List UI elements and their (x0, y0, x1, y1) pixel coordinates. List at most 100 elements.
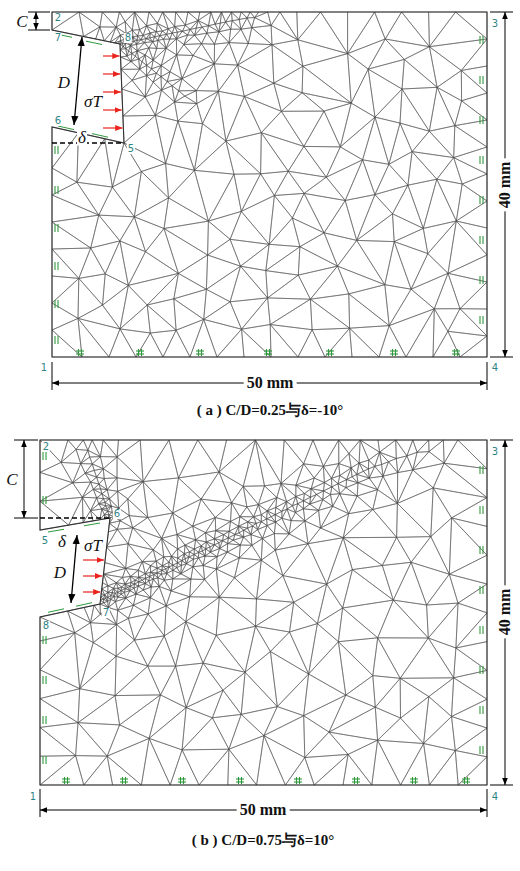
marker-stroke (45, 676, 46, 684)
vertex-number: 6 (113, 509, 121, 519)
roller-support-marker (480, 746, 483, 754)
fixed-support-marker (62, 777, 70, 784)
marker-stroke (62, 781, 70, 782)
marker-stroke (45, 496, 46, 504)
marker-stroke (238, 777, 239, 784)
marker-stroke (482, 156, 483, 164)
roller-support-marker (480, 706, 483, 714)
marker-stroke (62, 778, 70, 779)
marker-stroke (264, 350, 272, 351)
marker-stroke (452, 350, 460, 351)
roller-support-marker (55, 336, 58, 344)
edge-marker (58, 126, 74, 130)
dimension-label: 40 mm (497, 159, 513, 212)
marker-stroke (482, 76, 483, 84)
marker-stroke (42, 676, 43, 684)
edge-marker (48, 609, 64, 613)
marker-stroke (352, 778, 360, 779)
marker-stroke (482, 746, 483, 754)
marker-stroke (479, 626, 480, 634)
marker-stroke (482, 586, 483, 594)
dimension-symbol: C (6, 471, 17, 488)
vertex-number: 8 (42, 621, 50, 631)
pressure-arrow (83, 559, 104, 560)
marker-stroke (196, 353, 204, 354)
reference-dashed-line (52, 142, 124, 143)
dimension-tick (490, 12, 513, 13)
dimension-tick (28, 12, 50, 13)
marker-stroke (266, 349, 267, 356)
fixed-support-marker (120, 777, 128, 784)
marker-stroke (462, 778, 470, 779)
dimension-symbol: D (54, 564, 66, 581)
marker-stroke (457, 349, 458, 356)
fixed-support-marker (352, 777, 360, 784)
pressure-arrow (103, 127, 122, 128)
marker-stroke (57, 262, 58, 270)
dimension-tick (14, 440, 38, 441)
marker-stroke (479, 706, 480, 714)
marker-stroke (479, 466, 480, 474)
marker-stroke (479, 506, 480, 514)
marker-stroke (482, 316, 483, 324)
marker-stroke (54, 300, 55, 308)
marker-stroke (125, 777, 126, 784)
marker-stroke (294, 778, 302, 779)
marker-stroke (410, 781, 418, 782)
fixed-support-marker (76, 349, 84, 356)
angle-symbol: δ (77, 129, 87, 146)
stress-symbol: σT (84, 537, 102, 554)
fixed-support-marker (136, 349, 144, 356)
marker-stroke (45, 636, 46, 644)
vertex-number: 5 (127, 144, 135, 154)
marker-stroke (452, 353, 460, 354)
marker-stroke (464, 777, 465, 784)
marker-stroke (482, 626, 483, 634)
marker-stroke (57, 336, 58, 344)
marker-stroke (479, 196, 480, 204)
dimension-tick (487, 789, 488, 817)
roller-support-marker (480, 156, 483, 164)
marker-stroke (54, 336, 55, 344)
fixed-support-marker (264, 349, 272, 356)
pressure-arrow (83, 575, 102, 576)
dimension-arrow (24, 440, 25, 518)
marker-stroke (482, 706, 483, 714)
marker-stroke (76, 350, 84, 351)
marker-stroke (57, 300, 58, 308)
vertex-number: 3 (491, 19, 499, 29)
subfigure-caption: ( a ) C/D=0.25与δ=-10° (197, 403, 344, 418)
roller-support-marker (43, 496, 46, 504)
marker-stroke (57, 224, 58, 232)
marker-stroke (45, 716, 46, 724)
vertex-number: 3 (491, 447, 499, 457)
marker-stroke (479, 316, 480, 324)
boundary-markers (43, 36, 483, 784)
marker-stroke (390, 353, 398, 354)
roller-support-marker (55, 224, 58, 232)
marker-stroke (482, 276, 483, 284)
fixed-support-marker (196, 349, 204, 356)
marker-stroke (415, 777, 416, 784)
marker-stroke (136, 353, 144, 354)
marker-stroke (482, 666, 483, 674)
marker-stroke (120, 781, 128, 782)
edge-marker (86, 41, 102, 44)
fixed-support-marker (452, 349, 460, 356)
marker-stroke (328, 349, 329, 356)
fixed-support-marker (462, 777, 470, 784)
pressure-arrow (103, 109, 122, 110)
roller-support-marker (480, 586, 483, 594)
edge-marker (84, 523, 100, 526)
marker-stroke (81, 349, 82, 356)
marker-stroke (76, 353, 84, 354)
marker-stroke (236, 781, 244, 782)
roller-support-marker (480, 116, 483, 124)
roller-support-marker (55, 262, 58, 270)
roller-support-marker (480, 506, 483, 514)
fixed-support-marker (236, 777, 244, 784)
dimension-lines-a (28, 12, 513, 390)
angle-symbol: δ (58, 533, 66, 550)
marker-stroke (45, 452, 46, 460)
